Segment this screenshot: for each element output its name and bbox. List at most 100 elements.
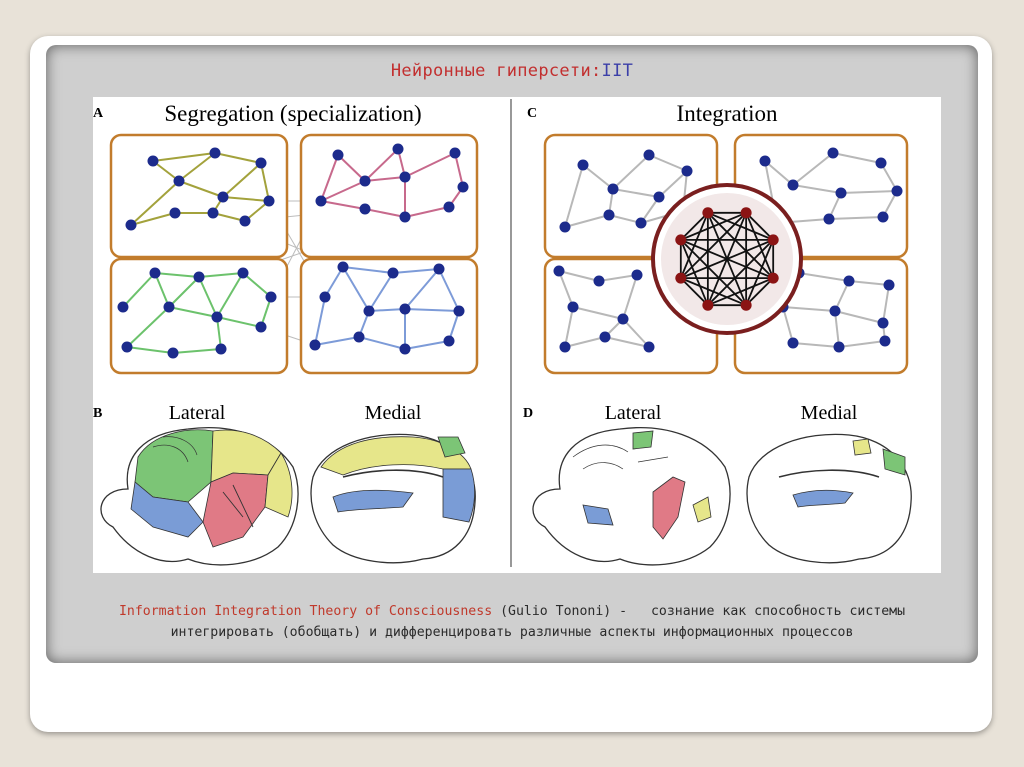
integration-net-node [787,179,799,191]
integration-net-edge [564,306,574,348]
pink-net-node [443,201,455,213]
hub-node [675,234,687,246]
integration-net-edge [782,306,794,344]
pink-net-edge [364,176,406,182]
caption-line-1: Information Integration Theory of Consci… [46,601,978,622]
pink-net-node [359,175,371,187]
integration-net-node [681,165,693,177]
panel-d-letter: D [523,406,533,421]
integration-net-node [643,149,655,161]
integration-net-edge [848,280,890,286]
green-net-edge [216,272,244,318]
integration-net-edge [838,340,886,348]
olive-net-edge [260,162,270,202]
hub-node [702,207,714,219]
blue-net-node [399,303,411,315]
olive-net-edge [222,162,262,198]
integration-net-node [827,147,839,159]
hub-edge [680,277,709,306]
pink-net-node [392,143,404,155]
integration-net-node [653,191,665,203]
blue-net-edge [392,268,440,274]
hub-edge [707,212,774,279]
pink-net-edge [404,206,450,218]
pink-net-node [359,203,371,215]
blue-net-edge [314,296,326,346]
integration-net-node [607,183,619,195]
integration-net-edge [558,270,600,282]
integration-net-edge [612,188,660,198]
green-net-node [215,343,227,355]
pink-net-edge [320,154,339,202]
olive-net-node [239,215,251,227]
brain-b-medial [310,433,476,564]
green-net-edge [242,272,272,298]
caption-line1-rest: сознание как способность системы [650,604,906,619]
integration-net-edge [798,272,850,282]
panel-c-heading: Integration [677,101,778,126]
integration-net-edge [558,270,574,308]
integration-net-node [877,317,889,329]
hub-node [740,299,752,311]
brain-d-pink-region [652,476,686,540]
integration-net-node [829,305,841,317]
integration-net-edge [834,310,840,348]
pink-net-node [449,147,461,159]
integration-net-node [875,157,887,169]
olive-net-edge [130,180,180,226]
slide-caption: Information Integration Theory of Consci… [46,601,978,643]
green-net-edge [168,276,200,308]
content-panel: Нейронные гиперсети:IIT A Segregation (s… [46,45,978,663]
panel-c-letter: C [527,106,537,121]
integration-net-edge [604,336,650,348]
blue-net-edge [368,272,394,312]
title-russian: Нейронные гиперсети: [390,61,602,81]
module-a-top-left [109,133,289,259]
panel-b-letter: B [93,406,102,421]
olive-net-node [209,147,221,159]
integration-net-node [603,209,615,221]
olive-net-edge [152,152,216,162]
integration-net-edge [828,216,884,220]
green-net-node [117,301,129,313]
blue-net-node [353,331,365,343]
blue-net-edge [404,340,450,350]
pink-net-edge [364,148,399,182]
integration-net-node [835,187,847,199]
pink-net-edge [320,200,366,210]
integration-net-node [617,313,629,325]
hub-edge [680,212,709,241]
brain-b-lateral [100,426,299,566]
integration-net-edge [792,342,840,348]
blue-net-edge [342,266,370,312]
olive-net-node [147,155,159,167]
brain-d-medial [746,433,912,564]
integration-net-node [559,341,571,353]
integration-net-edge [612,154,650,190]
green-net-node [149,267,161,279]
olive-net-node [207,207,219,219]
integration-net-node [635,217,647,229]
hub-edge [707,211,774,241]
integration-net-node [879,335,891,347]
olive-net-node [217,191,229,203]
integration-net-node [631,269,643,281]
hub-node [675,272,687,284]
green-net-edge [154,272,170,308]
pink-net-edge [337,154,366,182]
blue-net-edge [404,308,460,312]
pink-net-node [399,211,411,223]
integration-net-edge [832,152,882,164]
blue-net-node [443,335,455,347]
green-net-edge [126,306,170,348]
green-net-node [237,267,249,279]
blue-net-edge [404,268,440,310]
pink-net-node [399,171,411,183]
panel-a-heading: Segregation (specialization) [164,101,421,126]
panel-a-letter: A [93,106,104,121]
green-net-edge [172,348,222,354]
blue-net-node [363,305,375,317]
integration-net-edge [572,306,624,320]
blue-net-edge [368,308,406,312]
integration-net-edge [764,160,794,186]
